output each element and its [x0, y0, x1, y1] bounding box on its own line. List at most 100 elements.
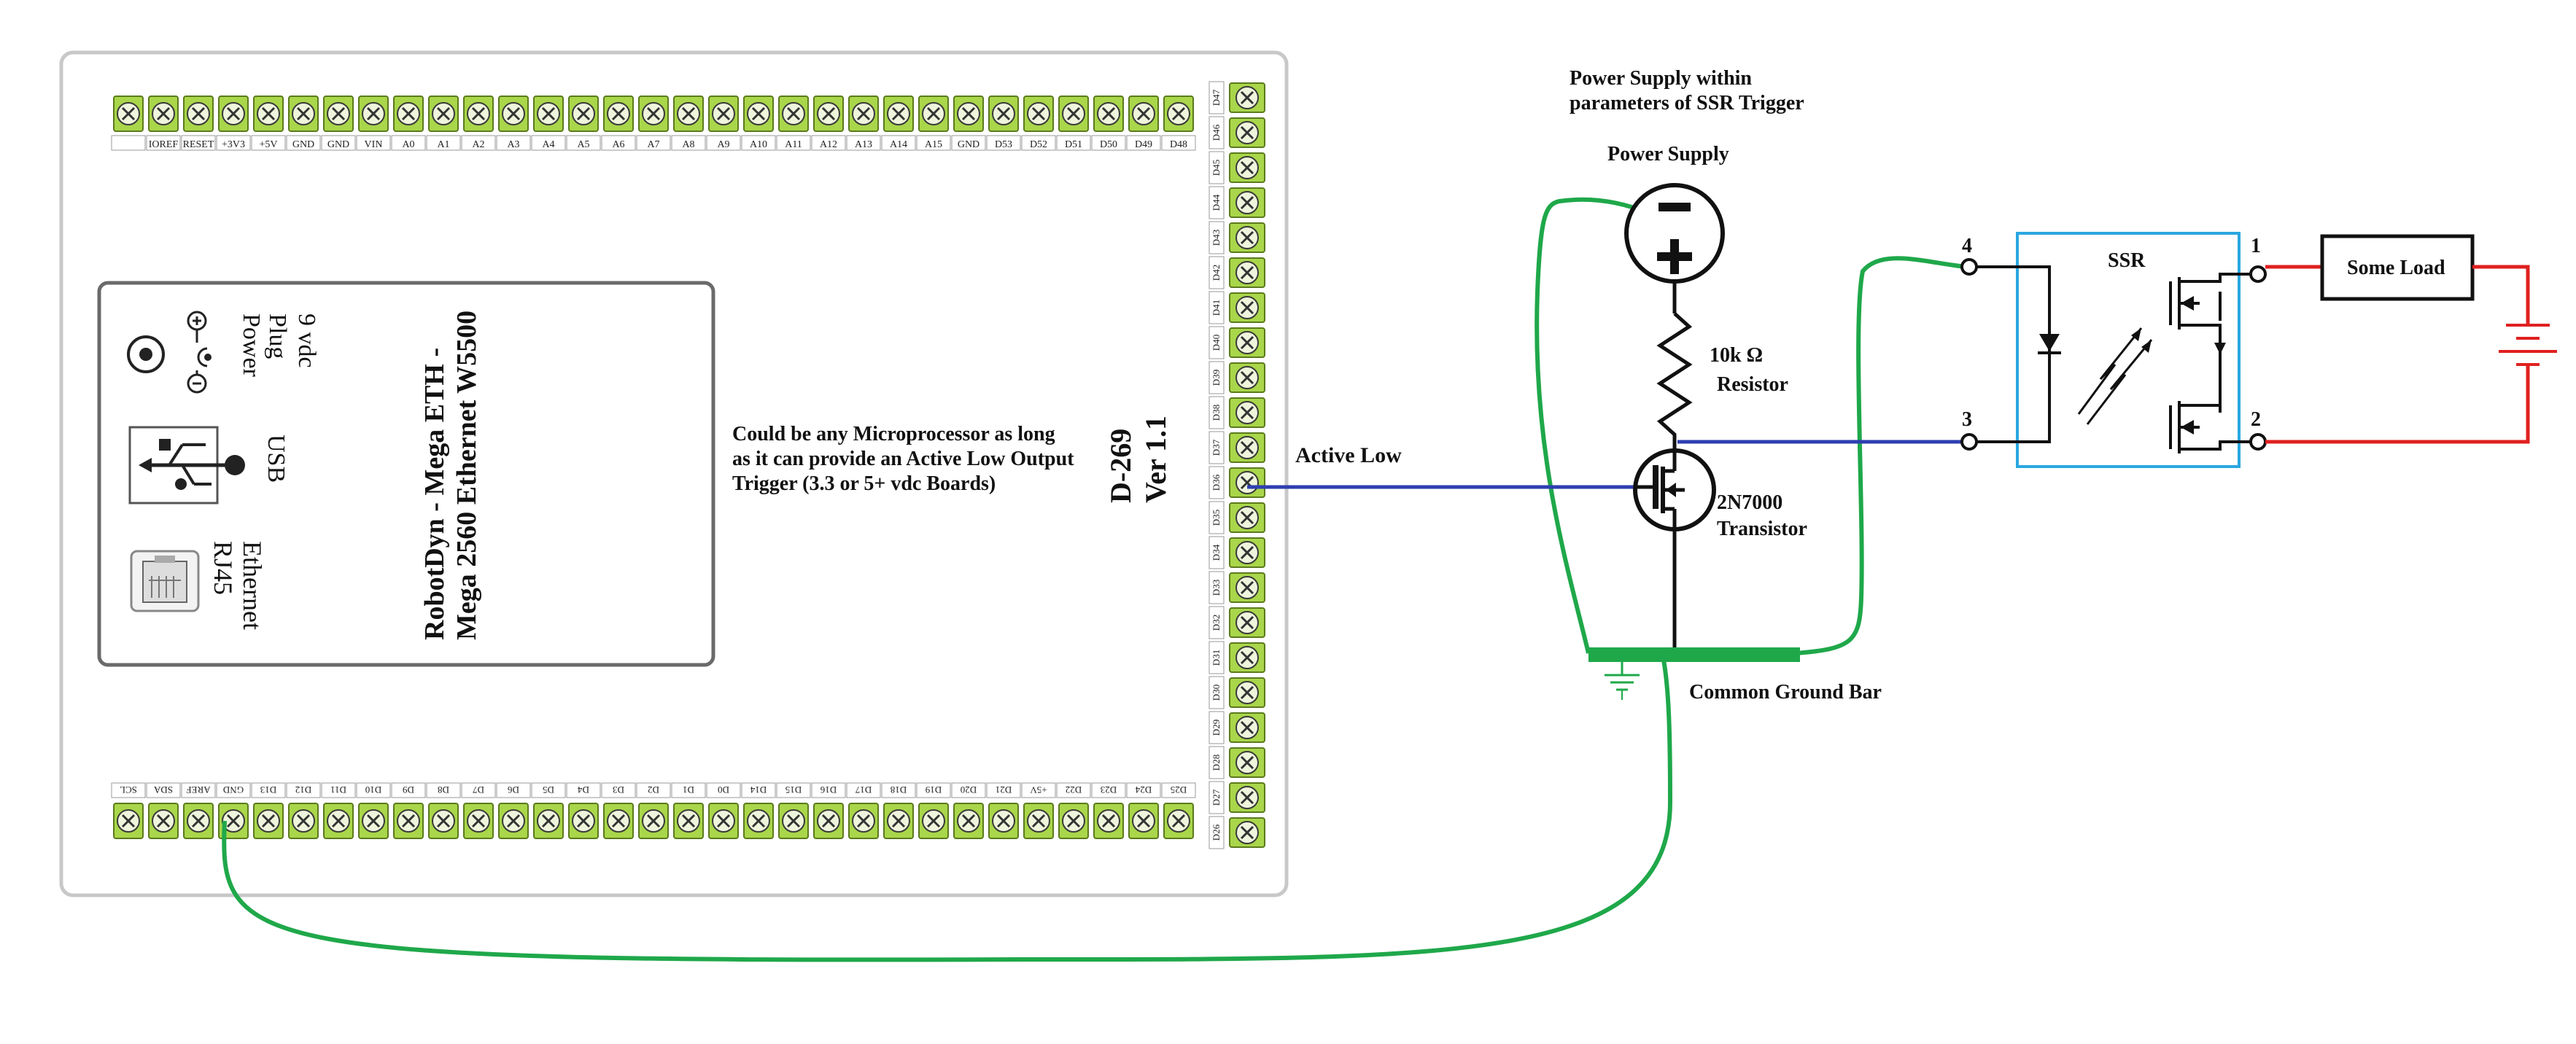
pin-label-right: D27 [1211, 789, 1222, 806]
pin-label-box [1209, 746, 1225, 779]
pin-label-box [146, 782, 181, 798]
pin-label-box [951, 782, 986, 798]
pin-label-box [286, 135, 321, 151]
terminal-top-GND [287, 95, 319, 133]
terminal-bottom-D16 [812, 802, 845, 840]
pin-label-box [1209, 781, 1225, 814]
pin-label-box [1056, 135, 1091, 151]
pin-label-right: D39 [1211, 370, 1222, 386]
terminal-bottom-D12 [287, 802, 319, 840]
pin-label-right: D42 [1211, 265, 1222, 281]
pin-label-box [181, 135, 216, 151]
terminal-right-D46 [1228, 117, 1266, 149]
pin-label-box [1209, 711, 1225, 744]
pin-label-box [1091, 135, 1126, 151]
pin-label-right: D45 [1211, 160, 1222, 176]
pin-label-box [111, 135, 146, 151]
terminal-right-D33 [1228, 572, 1266, 604]
pin-label-box [881, 782, 916, 798]
pin-label-box [846, 135, 881, 151]
pin-label-bottom: AREF [186, 784, 210, 795]
pin-label-top: A13 [855, 139, 872, 150]
terminal-bottom-D15 [777, 802, 810, 840]
pin-label-right: D35 [1211, 510, 1222, 526]
pin-label-box [1209, 816, 1225, 849]
ground-wire [222, 655, 1673, 962]
bottom-terminal-strip [112, 802, 1195, 840]
pin-label-top: A2 [472, 139, 484, 150]
pin-label-top: A1 [437, 139, 449, 150]
pin-label-bottom: D8 [438, 784, 449, 795]
usb-icon [128, 426, 245, 505]
ssr-label: SSR [2108, 249, 2146, 272]
pin-label-bottom: D5 [543, 784, 554, 795]
terminal-bottom-D24 [1128, 802, 1160, 840]
terminal-right-D36 [1228, 467, 1266, 499]
pin-label-right: D44 [1211, 194, 1222, 211]
pin-label-bottom: D21 [996, 784, 1012, 795]
microprocessor-note-1: Could be any Microprocessor as long [732, 423, 1055, 445]
rj45-label-1: RJ45 [209, 541, 238, 595]
terminal-right-D27 [1228, 782, 1266, 814]
terminal-right-D28 [1228, 747, 1266, 779]
microprocessor-note-3: Trigger (3.3 or 5+ vdc Boards) [732, 472, 996, 495]
pin-label-box [391, 782, 426, 798]
pin-label-bottom: D14 [750, 784, 767, 795]
terminal-bottom-D19 [917, 802, 950, 840]
terminal-top-A0 [392, 95, 424, 133]
terminal-top-A15 [917, 95, 950, 133]
terminal-top-GND [322, 95, 354, 133]
pin-label-box [1209, 396, 1225, 429]
power-plug-label-3: 9 vdc [293, 313, 320, 368]
terminal-right-D29 [1228, 712, 1266, 744]
pin-label-top: A5 [577, 139, 589, 150]
terminal-right-D32 [1228, 607, 1266, 639]
pin-label-top: +5V [259, 139, 277, 150]
pin-label-box [916, 782, 951, 798]
pin-label-bottom: D2 [648, 784, 659, 795]
pin-label-box [951, 135, 986, 151]
pin-label-bottom: D15 [785, 784, 802, 795]
pin-label-box [216, 135, 251, 151]
terminal-top-A2 [462, 95, 494, 133]
pin-label-right: D47 [1211, 89, 1222, 106]
pin-label-right: D43 [1211, 230, 1222, 246]
pin-label-box [356, 782, 391, 798]
pin-label-box [671, 135, 706, 151]
pin-label-box [1209, 536, 1225, 569]
pin-label-bottom: SDA [153, 784, 173, 795]
terminal-bottom-D25 [1163, 802, 1195, 840]
resistor-value: 10k Ω [1710, 344, 1763, 367]
pin-label-box [846, 782, 881, 798]
load-label: Some Load [2347, 257, 2445, 279]
pin-label-box [1126, 135, 1161, 151]
pin-label-box [1209, 186, 1225, 219]
ssr-ground-wire [1795, 256, 1966, 655]
pin-label-bottom: D10 [365, 784, 381, 795]
pin-label-top: A6 [612, 139, 624, 150]
pin-label-box [636, 782, 671, 798]
pin-label-bottom: GND [223, 784, 244, 795]
pin-label-bottom: D4 [578, 784, 589, 795]
pin-label-bottom: D12 [295, 784, 311, 795]
top-terminal-strip [112, 95, 1195, 133]
terminal-top-D48 [1163, 95, 1195, 133]
terminal-bottom-D14 [742, 802, 775, 840]
terminal-top-D51 [1058, 95, 1090, 133]
terminal-right-D31 [1228, 642, 1266, 674]
pin-label-right: D28 [1211, 755, 1222, 771]
terminal-bottom-D18 [882, 802, 915, 840]
pin-label-box [1091, 782, 1126, 798]
terminal-top-A7 [637, 95, 670, 133]
terminal-bottom-D20 [953, 802, 985, 840]
pin-label-box [636, 135, 671, 151]
terminal-right-D39 [1228, 362, 1266, 394]
terminal-right-D42 [1228, 257, 1266, 289]
pin-label-box [601, 135, 636, 151]
terminal-top-A3 [497, 95, 529, 133]
rj45-icon [130, 550, 200, 612]
pin-label-right: D38 [1211, 405, 1222, 421]
terminal-right-D38 [1228, 397, 1266, 429]
pin-label-top: A3 [507, 139, 519, 150]
pin-label-box [1056, 782, 1091, 798]
